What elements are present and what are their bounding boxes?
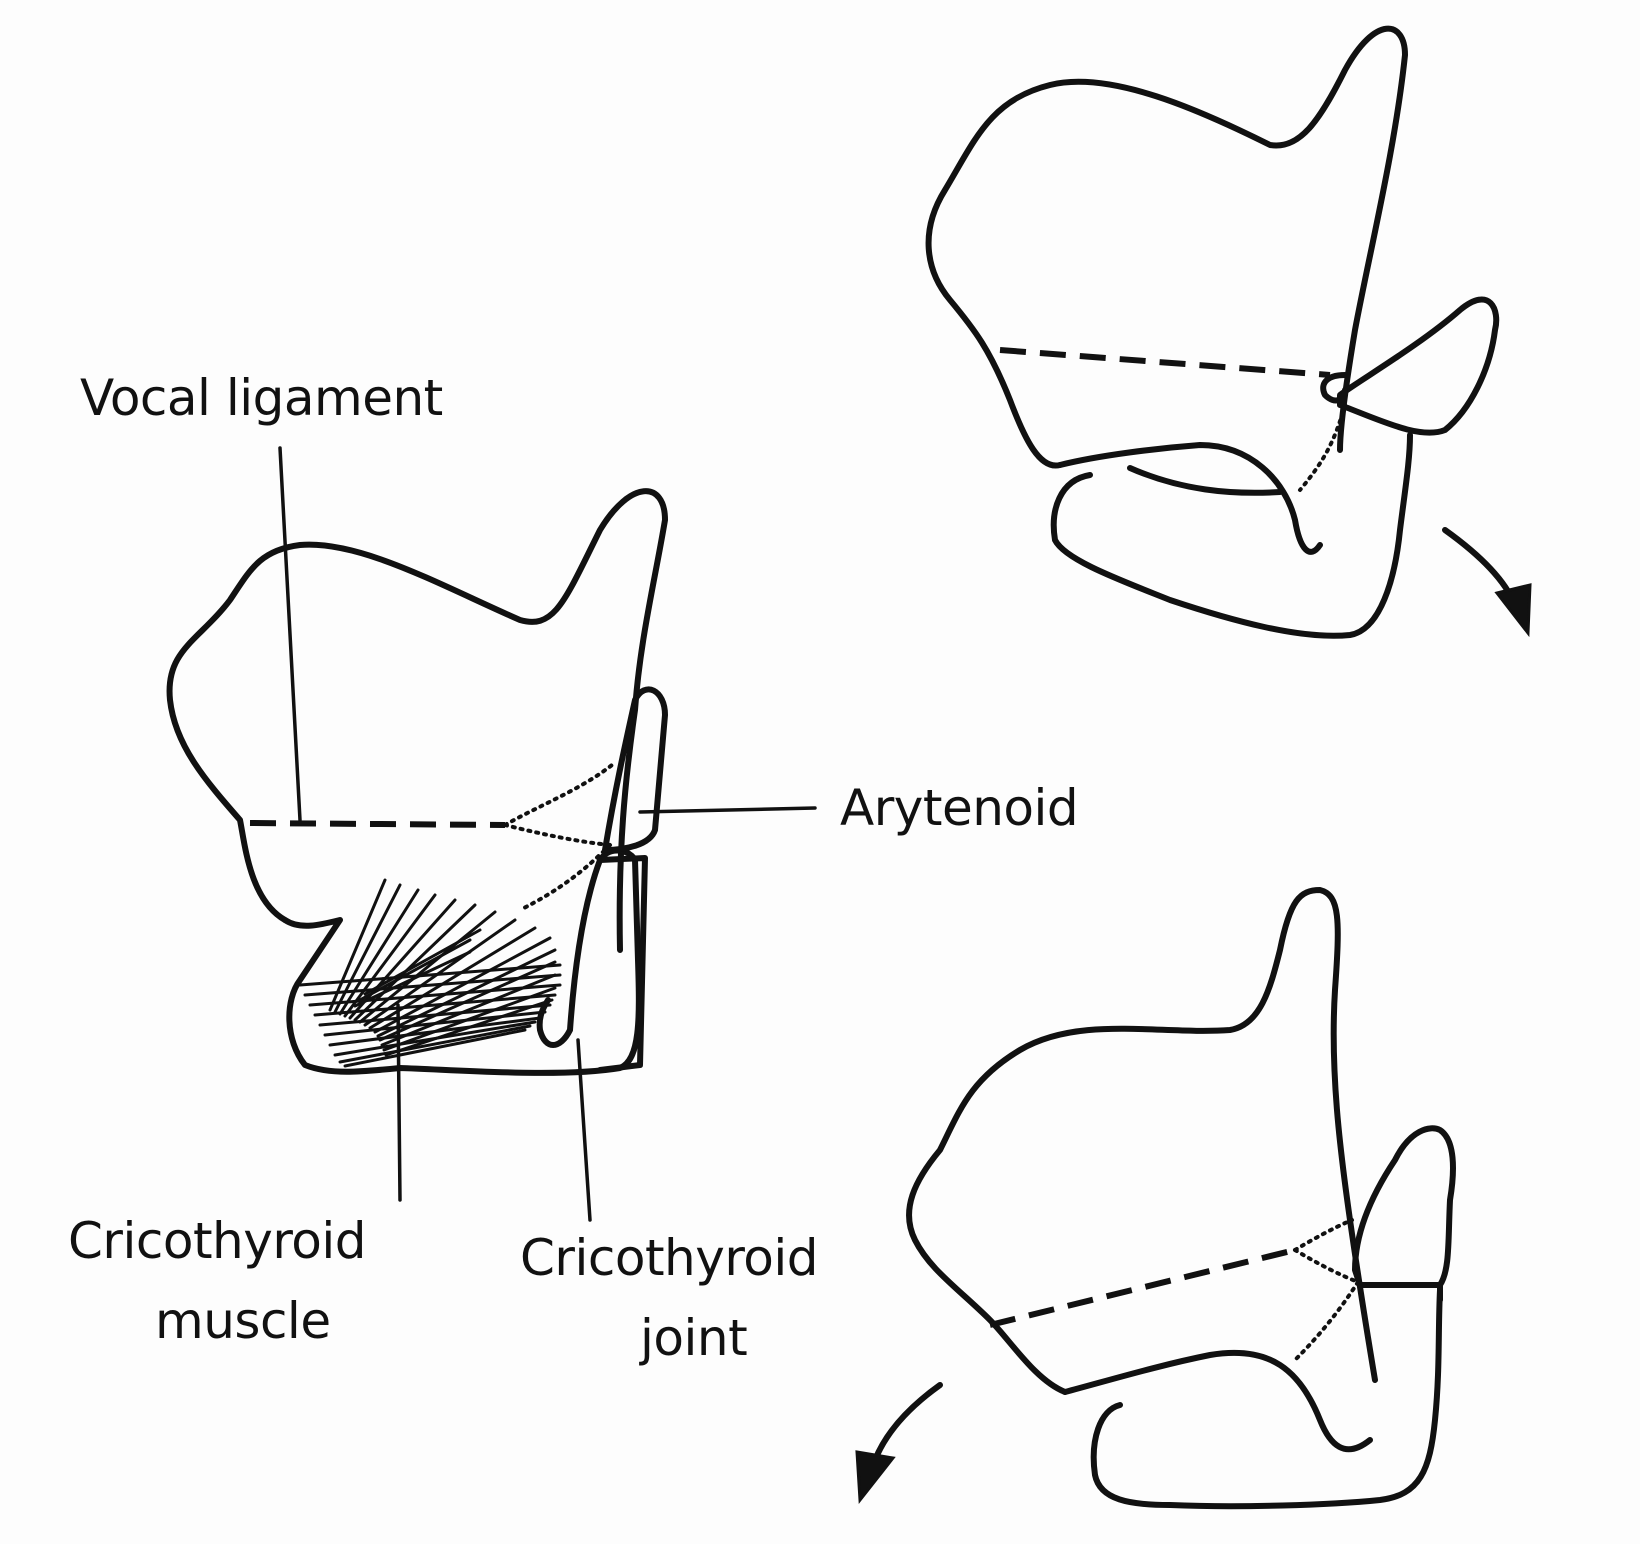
vocal-ligament-tr — [999, 347, 1331, 378]
arytenoid-joint-tr — [1320, 372, 1348, 404]
arrow-head-br — [855, 1450, 896, 1505]
label-cricothyroid-muscle-1: Cricothyroid — [68, 1212, 366, 1270]
cricoid-cartilage-tr — [1050, 432, 1413, 639]
leader-vocal-ligament — [278, 446, 302, 822]
arytenoid-br — [1352, 1125, 1456, 1288]
label-cricothyroid-muscle-2: muscle — [155, 1292, 331, 1350]
arytenoid-lower-block-br — [1357, 1282, 1443, 1303]
arrow-shaft-br — [872, 1382, 943, 1463]
ligament-dotted-to-cricoid-br — [1293, 1280, 1360, 1362]
label-vocal-ligament: Vocal ligament — [80, 369, 443, 427]
ligament-dotted-tr — [1298, 403, 1347, 492]
thyroid-lower-lip-tr — [1057, 442, 1323, 555]
larynx-main — [166, 446, 817, 1222]
arytenoid-cartilage — [602, 686, 668, 853]
vocal-ligament-dashed — [249, 820, 506, 828]
leader-arytenoid — [638, 806, 817, 814]
label-arytenoid: Arytenoid — [840, 779, 1078, 837]
leader-cricothyroid-joint — [576, 1038, 592, 1222]
ligament-dotted-upper-br — [1293, 1218, 1354, 1252]
ligament-dotted-to-muscle — [518, 843, 612, 912]
cricoid-cartilage-br — [1090, 1287, 1443, 1510]
cricoid-cartilage — [282, 847, 642, 1076]
label-cricothyroid-joint-2: joint — [639, 1309, 747, 1367]
vocal-ligament-br — [989, 1247, 1296, 1328]
ligament-dotted-lower-br — [1293, 1248, 1360, 1284]
label-cricothyroid-joint-1: Cricothyroid — [520, 1229, 818, 1287]
larynx-bottom-right — [855, 887, 1456, 1510]
thyroid-cartilage-br — [906, 887, 1378, 1395]
leader-cricothyroid-muscle — [396, 1003, 402, 1202]
thyroid-lower-inner-tr — [1127, 465, 1283, 496]
thyroid-cartilage-tr — [925, 25, 1408, 469]
cricothyroid-muscle-fibres — [298, 878, 562, 1068]
arrow-head-tr — [1494, 583, 1532, 638]
ligament-dotted-upper — [503, 763, 614, 827]
ligament-dotted-lower — [503, 823, 612, 847]
arytenoid-lower-block — [597, 855, 648, 1073]
thyroid-lower-lip-br — [1062, 1349, 1373, 1453]
larynx-top-right — [925, 25, 1532, 639]
arytenoid-tr — [1337, 296, 1500, 436]
thyroid-cartilage — [166, 488, 668, 953]
